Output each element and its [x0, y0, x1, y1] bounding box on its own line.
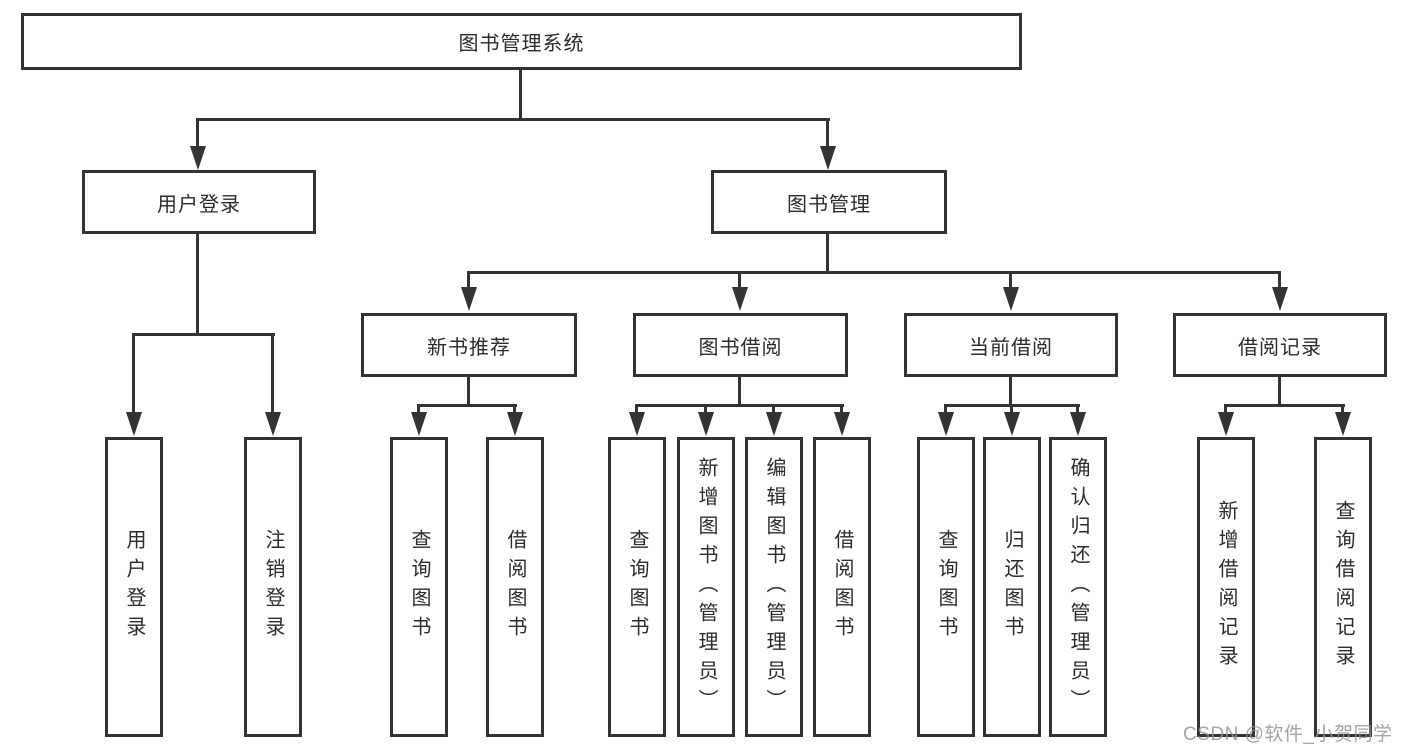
connector-line [1009, 377, 1012, 406]
arrow-down-icon [1272, 287, 1288, 311]
connector-line [467, 271, 1281, 274]
arrow-down-icon [411, 412, 427, 436]
leaf-query-books-3: 查询图书 [917, 437, 975, 737]
connector-line [1224, 404, 1345, 407]
leaf-label: 查询图书 [626, 529, 648, 645]
connector-line [944, 404, 947, 416]
arrow-down-icon [1218, 412, 1234, 436]
leaf-borrow-books-2: 借阅图书 [813, 437, 871, 737]
leaf-label: 新增借阅记录 [1215, 500, 1237, 674]
node-book-borrow-label: 图书借阅 [698, 336, 783, 359]
leaf-label: 借阅图书 [831, 529, 853, 645]
connector-line [1010, 404, 1013, 416]
connector-line [513, 404, 516, 416]
leaf-label: 借阅图书 [504, 529, 526, 645]
node-book-management-label: 图书管理 [787, 193, 871, 216]
leaf-edit-books-admin: 编辑图书（管理员） [745, 437, 803, 737]
arrow-down-icon [698, 412, 714, 436]
arrow-down-icon [461, 287, 477, 311]
arrow-down-icon [507, 412, 523, 436]
connector-line [635, 404, 844, 407]
arrow-down-icon [629, 412, 645, 436]
node-new-book-recommend-label: 新书推荐 [427, 336, 511, 359]
connector-line [132, 333, 135, 415]
connector-line [1341, 404, 1344, 416]
arrow-down-icon [265, 412, 281, 436]
leaf-query-borrow-record: 查询借阅记录 [1314, 437, 1372, 737]
node-current-borrow: 当前借阅 [904, 313, 1118, 377]
leaf-return-books: 归还图书 [983, 437, 1041, 737]
connector-line [417, 404, 517, 407]
connector-line [1009, 271, 1012, 291]
node-root: 图书管理系统 [21, 13, 1022, 70]
connector-line [271, 333, 274, 415]
node-user-login-label: 用户登录 [157, 193, 241, 216]
connector-line [132, 333, 275, 336]
connector-line [196, 233, 199, 335]
arrow-down-icon [938, 412, 954, 436]
connector-line [826, 118, 829, 150]
leaf-borrow-books-1: 借阅图书 [486, 437, 544, 737]
connector-line [840, 404, 843, 416]
leaf-confirm-return-admin: 确认归还（管理员） [1049, 437, 1107, 737]
connector-line [196, 118, 830, 121]
leaf-label: 注销登录 [262, 529, 284, 645]
leaf-label: 编辑图书（管理员） [763, 456, 785, 718]
connector-line [467, 271, 470, 291]
node-root-label: 图书管理系统 [458, 33, 585, 55]
leaf-label: 确认归还（管理员） [1067, 456, 1089, 718]
node-book-borrow: 图书借阅 [633, 313, 848, 377]
leaf-label: 查询图书 [408, 529, 430, 645]
connector-line [467, 377, 470, 406]
arrow-down-icon [732, 287, 748, 311]
node-new-book-recommend: 新书推荐 [361, 313, 577, 377]
node-current-borrow-label: 当前借阅 [969, 336, 1053, 359]
leaf-add-books-admin: 新增图书（管理员） [677, 437, 735, 737]
connector-line [826, 233, 829, 273]
node-book-management: 图书管理 [711, 170, 947, 234]
node-user-login: 用户登录 [82, 170, 316, 234]
leaf-label: 归还图书 [1001, 529, 1023, 645]
connector-line [1076, 404, 1079, 416]
arrow-down-icon [1070, 412, 1086, 436]
connector-line [738, 271, 741, 291]
arrow-down-icon [190, 146, 206, 170]
leaf-logout: 注销登录 [244, 437, 302, 737]
leaf-label: 新增图书（管理员） [695, 456, 717, 718]
arrow-down-icon [1004, 412, 1020, 436]
arrow-down-icon [1003, 287, 1019, 311]
node-borrow-records-label: 借阅记录 [1238, 336, 1322, 359]
arrow-down-icon [820, 146, 836, 170]
leaf-label: 查询图书 [935, 529, 957, 645]
node-borrow-records: 借阅记录 [1173, 313, 1387, 377]
connector-line [519, 69, 522, 120]
leaf-add-borrow-record: 新增借阅记录 [1197, 437, 1255, 737]
connector-line [704, 404, 707, 416]
leaf-label: 查询借阅记录 [1332, 500, 1354, 674]
connector-line [1278, 377, 1281, 406]
connector-line [196, 118, 199, 150]
leaf-label: 用户登录 [123, 529, 145, 645]
connector-line [1278, 271, 1281, 291]
arrow-down-icon [126, 412, 142, 436]
connector-line [635, 404, 638, 416]
leaf-user-login: 用户登录 [105, 437, 163, 737]
leaf-query-books-1: 查询图书 [390, 437, 448, 737]
connector-line [772, 404, 775, 416]
arrow-down-icon [1335, 412, 1351, 436]
arrow-down-icon [766, 412, 782, 436]
arrow-down-icon [834, 412, 850, 436]
connector-line [417, 404, 420, 416]
connector-line [1224, 404, 1227, 416]
connector-line [738, 377, 741, 406]
leaf-query-books-2: 查询图书 [608, 437, 666, 737]
watermark: CSDN @软件_小贺同学 [1183, 724, 1393, 745]
